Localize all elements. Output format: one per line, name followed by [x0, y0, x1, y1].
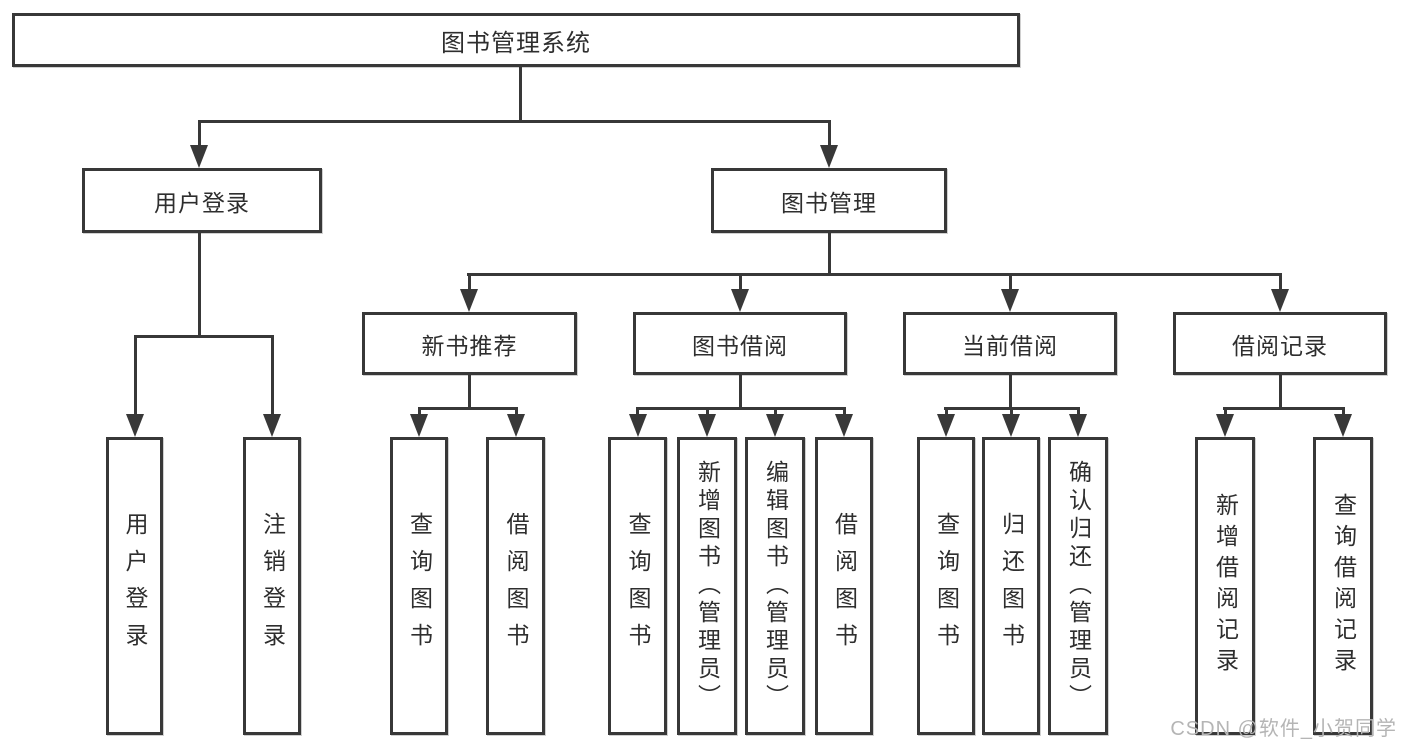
leaf-borrow-books-recommend: 借阅图书 — [486, 437, 545, 735]
connector-line — [468, 375, 471, 407]
connector-line — [134, 335, 274, 338]
arrow-down-icon — [190, 145, 208, 168]
leaf-query-borrow-record: 查询借阅记录 — [1313, 437, 1373, 735]
node-borrowing-records: 借阅记录 — [1173, 312, 1387, 375]
connector-line — [828, 120, 831, 146]
node-user-login: 用户登录 — [82, 168, 322, 233]
connector-line — [636, 407, 846, 410]
leaf-query-books-current: 查询图书 — [917, 437, 975, 735]
arrow-down-icon — [1216, 414, 1234, 437]
node-new-book-recommendation: 新书推荐 — [362, 312, 577, 375]
node-library-system: 图书管理系统 — [12, 13, 1020, 67]
leaf-query-books-recommend: 查询图书 — [390, 437, 448, 735]
node-book-borrowing: 图书借阅 — [633, 312, 847, 375]
arrow-down-icon — [263, 414, 281, 437]
node-book-management: 图书管理 — [711, 168, 947, 233]
connector-line — [1009, 273, 1012, 290]
leaf-add-borrow-record: 新增借阅记录 — [1195, 437, 1255, 735]
connector-line — [1223, 407, 1345, 410]
leaf-add-book-admin: 新增图书（管理员） — [677, 437, 737, 735]
connector-line — [515, 407, 518, 416]
leaf-borrow-books-borrowing: 借阅图书 — [815, 437, 873, 735]
connector-line — [198, 120, 201, 146]
arrow-down-icon — [937, 414, 955, 437]
arrow-down-icon — [1001, 289, 1019, 312]
leaf-edit-book-admin: 编辑图书（管理员） — [745, 437, 805, 735]
arrow-down-icon — [126, 414, 144, 437]
connector-line — [828, 233, 831, 273]
leaf-logout: 注销登录 — [243, 437, 301, 735]
arrow-down-icon — [835, 414, 853, 437]
connector-line — [198, 120, 831, 123]
connector-line — [1009, 375, 1012, 407]
connector-line — [1077, 407, 1080, 416]
leaf-user-login: 用户登录 — [106, 437, 163, 735]
connector-line — [468, 273, 471, 290]
connector-line — [519, 67, 522, 120]
leaf-confirm-return-admin: 确认归还（管理员） — [1048, 437, 1108, 735]
connector-line — [467, 273, 1281, 276]
arrow-down-icon — [410, 414, 428, 437]
connector-line — [134, 335, 137, 415]
node-current-borrowing: 当前借阅 — [903, 312, 1117, 375]
connector-line — [1010, 407, 1013, 416]
connector-line — [636, 407, 639, 416]
connector-line — [774, 407, 777, 416]
arrow-down-icon — [1069, 414, 1087, 437]
arrow-down-icon — [731, 289, 749, 312]
connector-line — [418, 407, 421, 416]
connector-line — [1279, 375, 1282, 407]
connector-line — [1279, 273, 1282, 290]
leaf-return-books: 归还图书 — [982, 437, 1040, 735]
connector-line — [739, 375, 742, 407]
arrow-down-icon — [820, 145, 838, 168]
watermark: CSDN @软件_小贺同学 — [1170, 718, 1397, 740]
connector-line — [271, 335, 274, 415]
connector-line — [1342, 407, 1345, 416]
leaf-query-books-borrowing: 查询图书 — [608, 437, 667, 735]
connector-line — [1224, 407, 1227, 416]
connector-line — [418, 407, 518, 410]
connector-line — [843, 407, 846, 416]
arrow-down-icon — [460, 289, 478, 312]
arrow-down-icon — [629, 414, 647, 437]
arrow-down-icon — [1334, 414, 1352, 437]
connector-line — [945, 407, 948, 416]
connector-line — [706, 407, 709, 416]
connector-line — [198, 233, 201, 335]
connector-line — [739, 273, 742, 290]
arrow-down-icon — [507, 414, 525, 437]
arrow-down-icon — [698, 414, 716, 437]
arrow-down-icon — [1271, 289, 1289, 312]
arrow-down-icon — [1002, 414, 1020, 437]
arrow-down-icon — [766, 414, 784, 437]
